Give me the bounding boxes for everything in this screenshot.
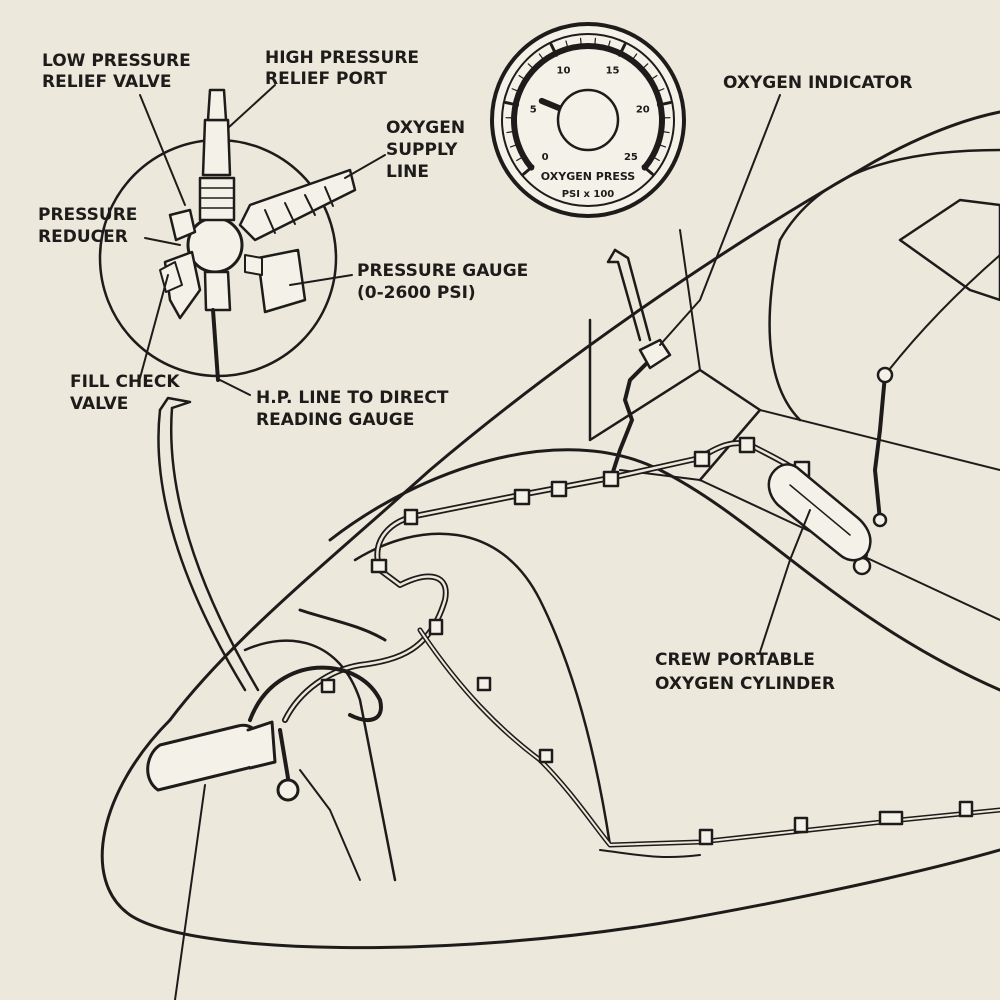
- gauge-scale-arc: [511, 43, 665, 171]
- main-oxygen-cylinder: [146, 720, 300, 802]
- label-oxygen-supply-line: OXYGEN SUPPLY LINE: [386, 118, 465, 182]
- detail-callout-arrow: [157, 396, 260, 692]
- gauge-ticks: 0 5 10 15 20 25: [504, 37, 672, 176]
- gauge-minor-tick: [507, 102, 515, 105]
- gauge-minor-tick: [607, 40, 611, 48]
- gauge-minor-tick: [506, 131, 514, 134]
- gauge-minor-tick: [653, 156, 660, 162]
- label-fill-check-valve: FILL CHECK VALVE: [70, 372, 180, 414]
- label-high-pressure-relief-port: HIGH PRESSURE RELIEF PORT: [265, 48, 419, 89]
- gauge-minor-tick: [642, 63, 649, 69]
- gauge-minor-tick: [645, 168, 652, 174]
- label-line: (0-2600 PSI): [357, 283, 476, 303]
- label-pressure-gauge: PRESSURE GAUGE (0-2600 PSI): [357, 261, 528, 303]
- label-line: OXYGEN: [386, 118, 465, 138]
- gauge-tick-label: 10: [556, 66, 570, 77]
- gauge-tick-label: 20: [636, 104, 650, 115]
- gauge-minor-tick: [524, 168, 531, 174]
- label-line: READING GAUGE: [256, 410, 414, 430]
- label-line: CREW PORTABLE: [655, 650, 815, 670]
- aircraft-fuselage: [100, 110, 1000, 950]
- gauge-title: OXYGEN PRESS: [541, 170, 635, 183]
- gauge-minor-tick: [509, 144, 517, 148]
- label-pressure-reducer: PRESSURE REDUCER: [38, 205, 137, 247]
- label-line: FILL CHECK: [70, 372, 180, 392]
- gauge-tick-label: 5: [530, 104, 537, 115]
- gauge-tick-label: 15: [606, 66, 620, 77]
- gauge-units: PSI x 100: [562, 189, 615, 200]
- gauge-tick-label: 0: [542, 152, 549, 163]
- gauge-minor-tick: [565, 40, 569, 48]
- crew-portable-cylinder: [767, 463, 872, 562]
- label-low-pressure-relief-valve: LOW PRESSURE RELIEF VALVE: [42, 51, 191, 92]
- label-line: VALVE: [70, 394, 128, 414]
- label-line: SUPPLY: [386, 140, 458, 160]
- gauge-minor-tick: [551, 45, 556, 53]
- gauge-minor-tick: [511, 88, 519, 92]
- label-crew-portable-cylinder: CREW PORTABLE OXYGEN CYLINDER: [655, 650, 835, 694]
- label-line: REDUCER: [38, 227, 128, 247]
- oxygen-plumbing: [248, 254, 1000, 848]
- gauge-minor-tick: [527, 63, 534, 69]
- gauge-minor-tick: [659, 144, 667, 148]
- label-line: RELIEF PORT: [265, 69, 387, 89]
- gauge-minor-tick: [662, 131, 670, 134]
- label-line: LOW PRESSURE: [42, 51, 191, 71]
- gauge-tick-label: 25: [624, 152, 638, 163]
- gauge-minor-tick: [516, 156, 523, 162]
- leader-lines: [139, 84, 811, 1000]
- gauge-minor-tick: [538, 53, 544, 60]
- label-hp-line: H.P. LINE TO DIRECT READING GAUGE: [256, 388, 449, 430]
- label-line: H.P. LINE TO DIRECT: [256, 388, 449, 408]
- label-line: RELIEF VALVE: [42, 72, 171, 92]
- gauge-minor-tick: [518, 74, 525, 80]
- valve-assembly-detail: [98, 88, 357, 382]
- oxygen-indicator-fitting: [638, 338, 672, 370]
- gauge-minor-tick: [657, 88, 665, 92]
- gauge-callout-arrow: [606, 248, 652, 342]
- pipe-fittings: [320, 366, 974, 846]
- oxygen-pressure-gauge: 0 5 10 15 20 25 OXYGEN PRESS PSI x 100: [490, 22, 686, 218]
- label-line: HIGH PRESSURE: [265, 48, 419, 68]
- gauge-minor-tick: [632, 53, 638, 60]
- gauge-minor-tick: [579, 37, 582, 45]
- gauge-minor-tick: [651, 74, 658, 80]
- gauge-minor-tick: [620, 45, 625, 53]
- label-line: PRESSURE GAUGE: [357, 261, 528, 281]
- label-line: PRESSURE: [38, 205, 137, 225]
- gauge-minor-tick: [661, 102, 669, 105]
- label-oxygen-indicator: OXYGEN INDICATOR: [723, 73, 912, 93]
- label-line: LINE: [386, 162, 429, 182]
- gauge-minor-tick: [594, 37, 597, 45]
- label-line: OXYGEN CYLINDER: [655, 674, 835, 694]
